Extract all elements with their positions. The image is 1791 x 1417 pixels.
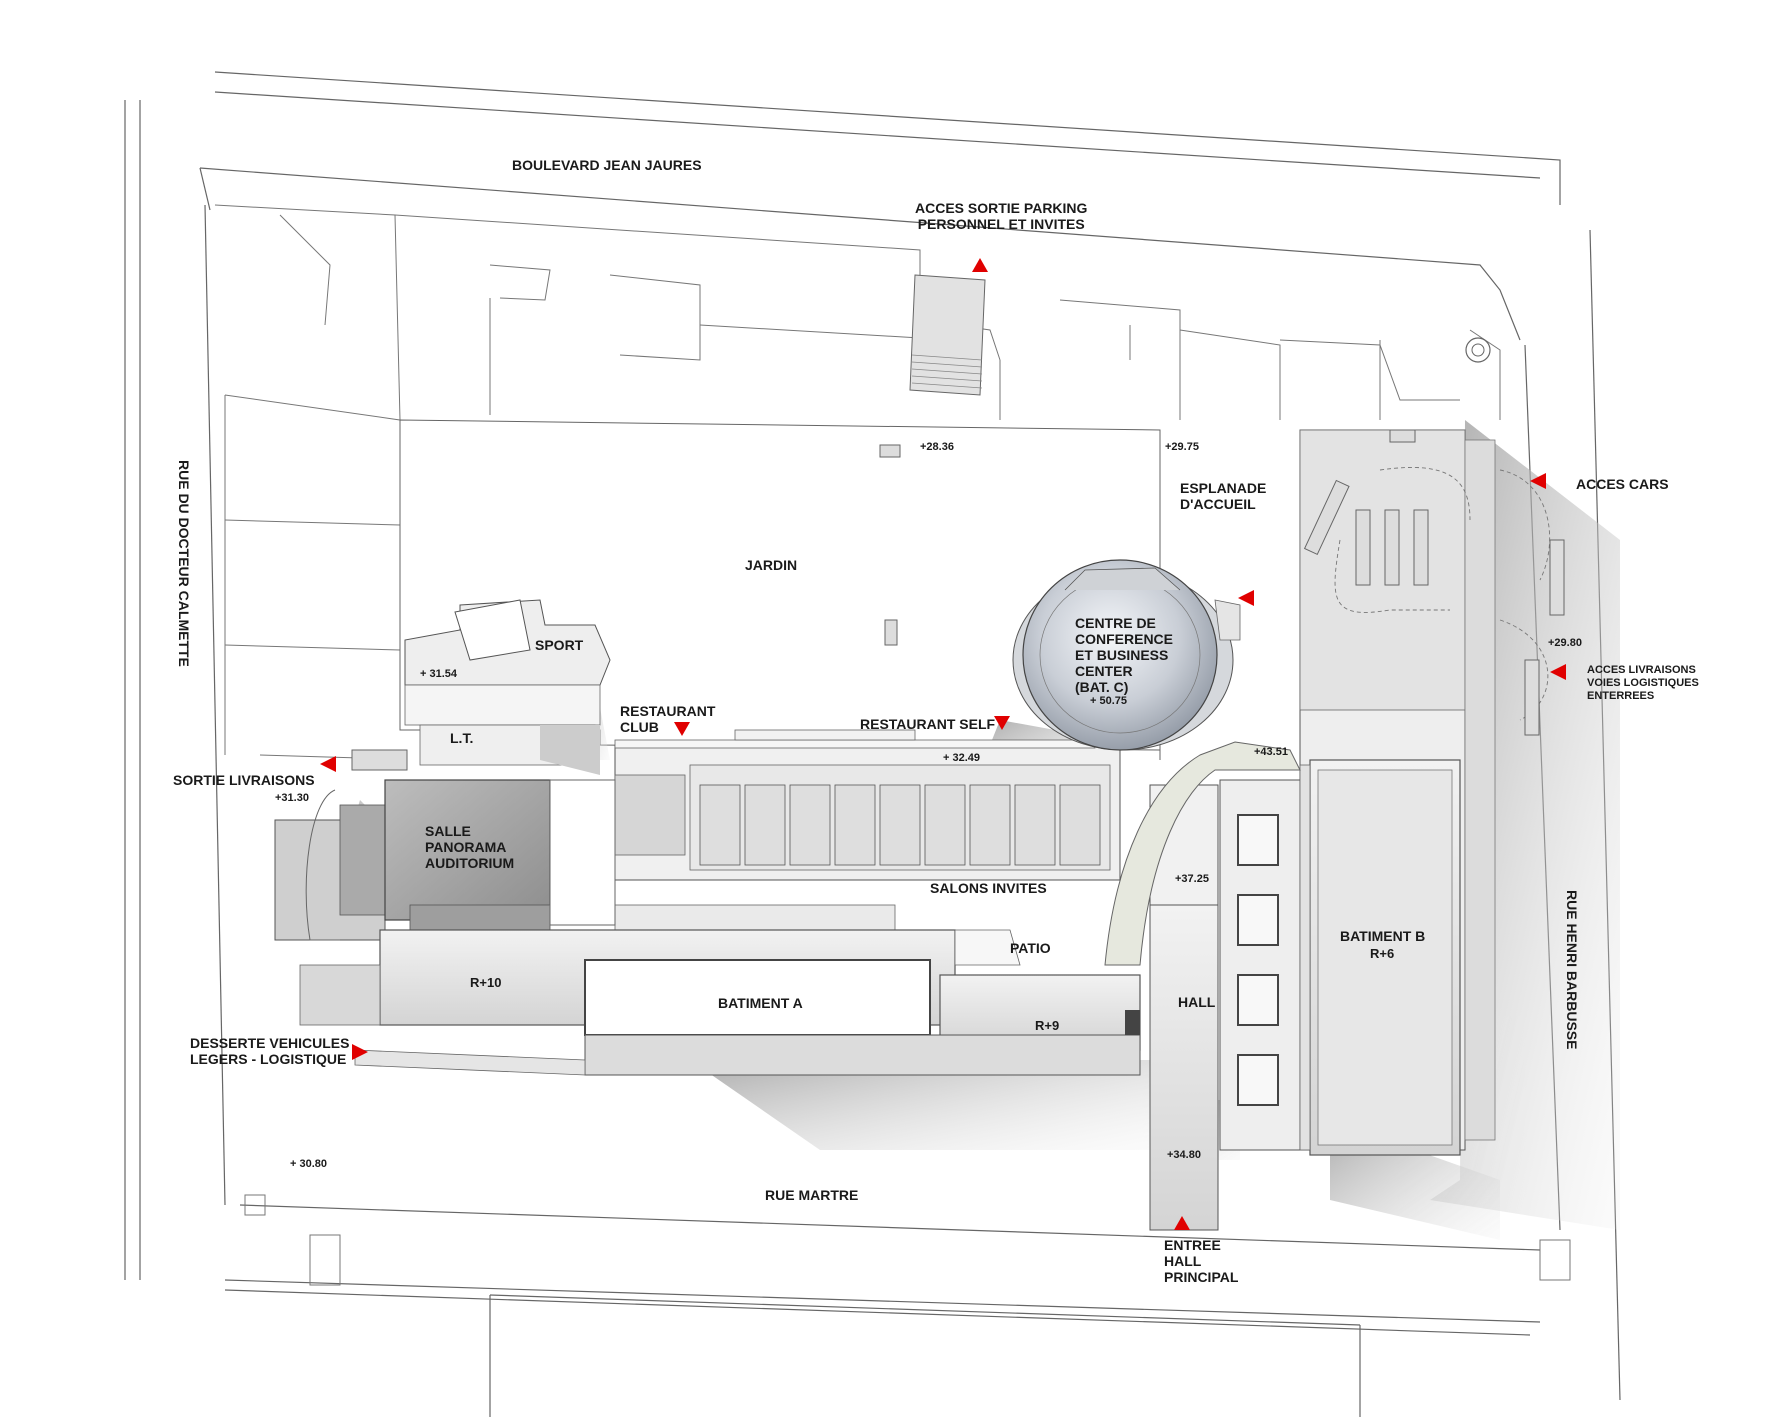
street-north: BOULEVARD JEAN JAURES: [512, 157, 702, 173]
jardin-label: JARDIN: [745, 557, 798, 573]
desserte-arrow: [352, 1044, 368, 1060]
level-2836: +28.36: [920, 441, 954, 453]
level-3480: +34.80: [1167, 1149, 1201, 1161]
level-2975: +29.75: [1165, 441, 1199, 453]
level-3154: + 31.54: [420, 668, 458, 680]
sortie-livraisons-label: SORTIE LIVRAISONS: [173, 772, 315, 788]
level-3249: + 32.49: [943, 752, 981, 764]
level-2980: +29.80: [1548, 637, 1582, 649]
salons-block: [614, 729, 1121, 936]
r6-label: R+6: [1370, 946, 1395, 961]
parking-access-arrow: [972, 258, 988, 272]
batiment-a-block: [299, 929, 1141, 1076]
livraisons-access-arrow: [1550, 664, 1566, 680]
restaurant-self-arrow: [994, 716, 1010, 730]
level-3725: +37.25: [1175, 873, 1209, 885]
salons-label: SALONS INVITES: [930, 880, 1047, 896]
level-4351: +43.51: [1254, 746, 1288, 758]
sport-label: SPORT: [535, 637, 584, 653]
salle-block: [274, 779, 616, 941]
sport-block: [404, 599, 611, 775]
cars-access-label: ACCES CARS: [1576, 476, 1669, 492]
r9-label: R+9: [1035, 1018, 1060, 1033]
street-west: RUE DU DOCTEUR CALMETTE: [176, 460, 192, 667]
conference-dome: [1012, 559, 1241, 751]
restaurant-self-label: RESTAURANT SELF: [860, 716, 996, 732]
r10-label: R+10: [470, 975, 502, 990]
level-5075: + 50.75: [1090, 695, 1128, 707]
curved-walkway: [1104, 741, 1301, 966]
street-south: RUE MARTRE: [765, 1187, 859, 1203]
road-lines: [124, 71, 1621, 1417]
parking-ramp: [909, 274, 986, 396]
restaurant-club-arrow: [674, 722, 690, 736]
street-east: RUE HENRI BARBUSSE: [1564, 890, 1580, 1050]
sortie-livraisons-arrow: [320, 756, 336, 772]
entree-arrow: [1174, 1216, 1190, 1230]
batiment-b-block: [1299, 429, 1565, 1156]
batiment-b-label: BATIMENT B: [1340, 928, 1426, 944]
batiment-a-label: BATIMENT A: [718, 995, 803, 1011]
level-3130: +31.30: [275, 792, 309, 804]
cars-access-arrow: [1530, 473, 1546, 489]
patio-label: PATIO: [1010, 940, 1051, 956]
dome-access-arrow: [1238, 590, 1254, 606]
roundabout-marker: [1465, 337, 1491, 363]
lt-label: L.T.: [450, 730, 474, 746]
level-3080: + 30.80: [290, 1158, 328, 1170]
hall-label: HALL: [1178, 994, 1216, 1010]
